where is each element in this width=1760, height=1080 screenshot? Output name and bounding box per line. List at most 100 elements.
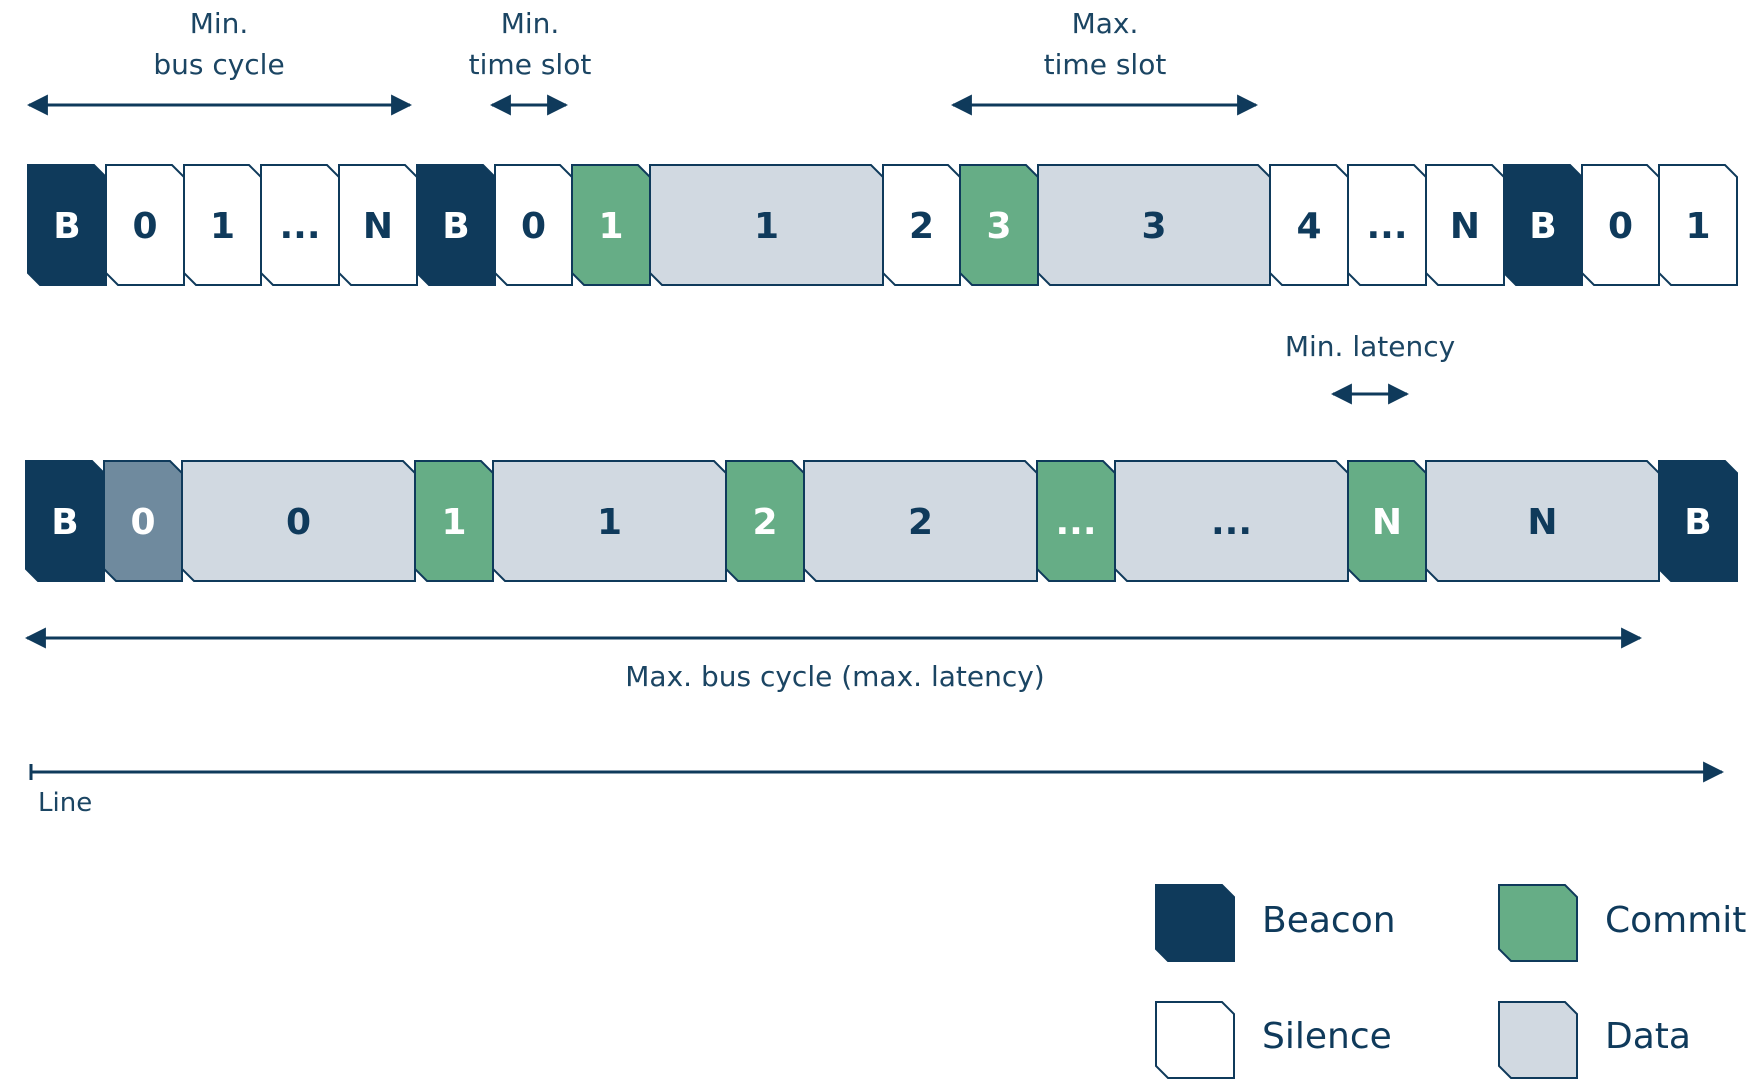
slot-shape [260,164,340,286]
row1-slot-silence: N [1425,164,1505,286]
legend-label: Beacon [1262,900,1396,941]
row1-slot-silence: 4 [1269,164,1349,286]
slot-shape [571,164,651,286]
max-time-slot-annotation: Max. time slot [950,7,1259,116]
slot-shape [725,460,805,582]
slot-label: 0 [1608,206,1633,247]
slot-shape [1347,164,1427,286]
slot-label: N [1450,206,1480,247]
legend-label: Data [1605,1016,1691,1057]
slot-shape [338,164,418,286]
slot-shape [1036,460,1116,582]
slot-label: 2 [909,206,934,247]
line-axis-label: Line [38,788,92,818]
slot-shape [25,460,105,582]
slot-shape [105,164,185,286]
slot-label: 1 [441,502,466,543]
slot-label: B [53,206,80,247]
slot-label: 1 [598,206,623,247]
slot-shape [416,164,496,286]
row1-slot-data: 3 [1037,164,1271,286]
min-bus-cycle-annotation: Min. bus cycle [26,7,413,116]
slot-label: 1 [597,502,622,543]
slot-label: 3 [986,206,1011,247]
slot-shape [1269,164,1349,286]
row1-slot-silence: ... [260,164,340,286]
slot-shape [959,164,1039,286]
row1-slot-commit: 1 [571,164,651,286]
min-time-slot-annotation: Min. time slot [469,7,591,116]
legend-item-beacon: Beacon [1155,884,1396,962]
slot-label: B [442,206,469,247]
slot-shape [803,460,1038,582]
legend-item-commit: Commit [1498,884,1746,962]
row1-slot-silence: ... [1347,164,1427,286]
slot-shape [1581,164,1660,286]
legend-item-data: Data [1498,1001,1691,1079]
min-time-slot-label-line1: Min. [501,7,560,40]
slot-label: ... [279,206,320,247]
slot-shape [1114,460,1349,582]
row2-slot-data: 1 [492,460,727,582]
row1-slot-beacon: B [416,164,496,286]
row2-slot-data-dark: 0 [103,460,183,582]
slot-label: 1 [754,206,779,247]
slot-label: 0 [130,502,155,543]
row1-slot-beacon: B [1503,164,1583,286]
slot-label: N [363,206,393,247]
slot-shape [1037,164,1271,286]
min-latency-annotation: Min. latency [1285,330,1455,405]
row2-slot-beacon: B [1658,460,1738,582]
slot-label: 2 [908,502,933,543]
slot-shape [882,164,961,286]
legend-swatch [1155,884,1235,962]
row1-slot-silence: 0 [494,164,573,286]
row2-slot-data: 2 [803,460,1038,582]
slot-label: 0 [521,206,546,247]
row1-slot-silence: 0 [1581,164,1660,286]
slot-label: ... [1055,502,1096,543]
slot-label: 0 [286,502,311,543]
min-bus-cycle-label-line2: bus cycle [153,48,284,81]
slot-label: B [1529,206,1556,247]
legend-label: Silence [1262,1016,1392,1057]
row1-slot-silence: 1 [1658,164,1738,286]
row2-slot-commit: 2 [725,460,805,582]
slot-shape [1347,460,1427,582]
slot-shape [414,460,494,582]
slot-label: 3 [1141,206,1166,247]
row1-slot-commit: 3 [959,164,1039,286]
slot-shape [492,460,727,582]
slot-label: N [1372,502,1402,543]
slot-shape [494,164,573,286]
row1-slot-data: 1 [649,164,884,286]
max-bus-cycle-annotation: Max. bus cycle (max. latency) [24,627,1643,693]
slot-shape [1503,164,1583,286]
row2-slot-beacon: B [25,460,105,582]
slot-label: 1 [210,206,235,247]
slot-label: 2 [752,502,777,543]
slot-shape [103,460,183,582]
slot-label: 4 [1296,206,1321,247]
legend-swatch [1498,1001,1578,1079]
slot-shape [649,164,884,286]
min-bus-cycle-label-line1: Min. [190,7,249,40]
row1-slot-silence: 1 [183,164,262,286]
slot-label: 1 [1685,206,1710,247]
max-time-slot-label-line1: Max. [1072,7,1139,40]
row2-slot-commit: N [1347,460,1427,582]
slot-label: B [1684,502,1711,543]
row1-slot-silence: 2 [882,164,961,286]
slot-shape [183,164,262,286]
min-latency-label: Min. latency [1285,330,1455,363]
legend-label: Commit [1605,900,1746,941]
slot-label: B [51,502,78,543]
row2-slot-data: 0 [181,460,416,582]
slot-shape [181,460,416,582]
slot-label: N [1527,502,1557,543]
max-time-slot-label-line2: time slot [1044,48,1167,81]
row1-slot-beacon: B [27,164,107,286]
